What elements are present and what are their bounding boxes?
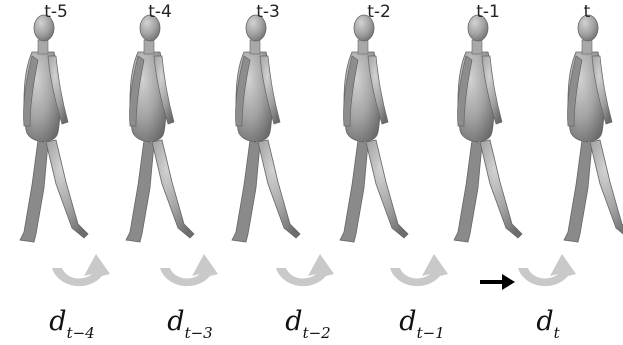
walker-figure-t [563, 14, 623, 243]
curved-arrow-3 [276, 254, 334, 287]
curved-arrow-2 [160, 254, 218, 287]
displacement-label-2: dt−3 [140, 306, 240, 342]
time-label-t-3: t-3 [256, 2, 280, 22]
displacement-subscript: t−1 [416, 324, 445, 342]
displacement-label-5: dt [498, 306, 598, 342]
curved-arrow-1 [52, 254, 110, 287]
displacement-symbol: d [49, 306, 67, 337]
walker-figure-t-4 [125, 14, 195, 243]
time-label-t-4: t-4 [148, 2, 172, 22]
displacement-subscript: t [553, 324, 560, 342]
walker-figure-t-5 [19, 14, 89, 243]
displacement-symbol: d [536, 306, 554, 337]
curved-arrow-5 [518, 254, 576, 287]
time-label-t-1: t-1 [476, 2, 500, 22]
displacement-label-1: dt−4 [22, 306, 122, 342]
time-label-t-2: t-2 [367, 2, 391, 22]
displacement-symbol: d [167, 306, 185, 337]
displacement-subscript: t−4 [66, 324, 95, 342]
pointer-arrow-icon [480, 274, 515, 290]
time-label-t: t [583, 2, 591, 22]
displacement-subscript: t−3 [184, 324, 213, 342]
displacement-symbol: d [399, 306, 417, 337]
walker-figure-t-3 [231, 14, 301, 243]
displacement-label-3: dt−2 [258, 306, 358, 342]
displacement-label-4: dt−1 [372, 306, 472, 342]
time-label-t-5: t-5 [44, 2, 68, 22]
walker-figure-t-1 [453, 14, 523, 243]
displacement-subscript: t−2 [302, 324, 331, 342]
walker-figure-t-2 [339, 14, 409, 243]
displacement-symbol: d [285, 306, 303, 337]
curved-arrow-4 [390, 254, 448, 287]
